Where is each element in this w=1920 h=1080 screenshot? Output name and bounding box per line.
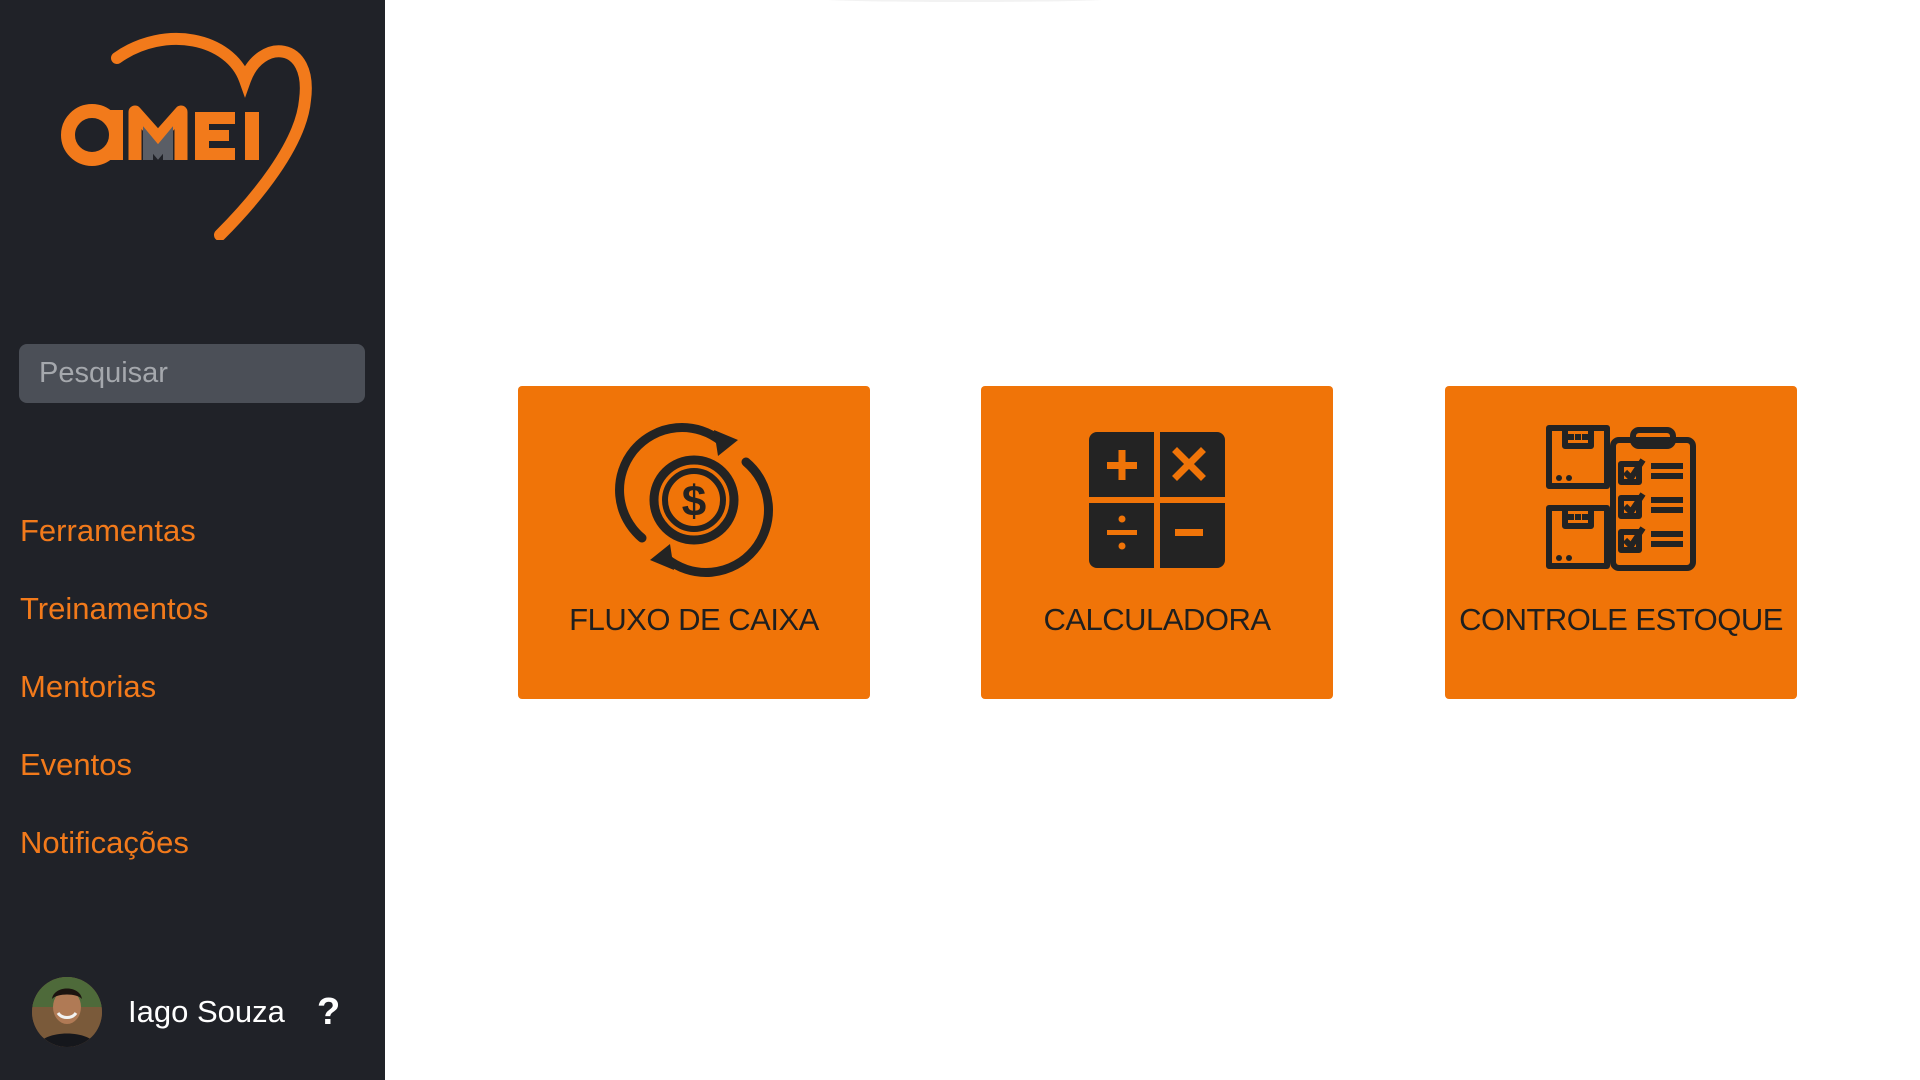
sidebar-item-notificacoes[interactable]: Notificações: [20, 825, 189, 860]
sidebar-item-ferramentas[interactable]: Ferramentas: [20, 513, 196, 548]
card-calculadora[interactable]: CALCULADORA: [981, 386, 1333, 699]
sidebar-item-treinamentos[interactable]: Treinamentos: [20, 591, 209, 626]
calculator-icon: [1089, 432, 1225, 568]
amei-logo: [61, 33, 312, 240]
search-input[interactable]: [19, 344, 365, 403]
card-label: CALCULADORA: [1043, 602, 1271, 637]
card-controle-estoque[interactable]: CONTROLE ESTOQUE: [1445, 386, 1797, 699]
sidebar-item-eventos[interactable]: Eventos: [20, 747, 133, 782]
top-divider: [820, 0, 1110, 2]
sidebar-item-mentorias[interactable]: Mentorias: [20, 669, 157, 704]
card-label: FLUXO DE CAIXA: [569, 602, 819, 637]
sidebar: Ferramentas Treinamentos Mentorias Event…: [0, 0, 385, 1080]
user-profile: Iago Souza ?: [32, 977, 362, 1047]
sidebar-nav: Ferramentas Treinamentos Mentorias Event…: [20, 492, 208, 882]
user-name: Iago Souza: [128, 994, 285, 1029]
avatar[interactable]: [32, 977, 102, 1047]
svg-text:$: $: [682, 477, 706, 526]
user-photo-icon: [32, 977, 102, 1047]
help-icon[interactable]: ?: [317, 990, 341, 1033]
cash-flow-icon: $: [615, 423, 773, 577]
card-fluxo-de-caixa[interactable]: $ FLUXO DE CAIXA: [518, 386, 870, 699]
card-label: CONTROLE ESTOQUE: [1459, 602, 1783, 637]
inventory-checklist-icon: [1546, 425, 1696, 571]
